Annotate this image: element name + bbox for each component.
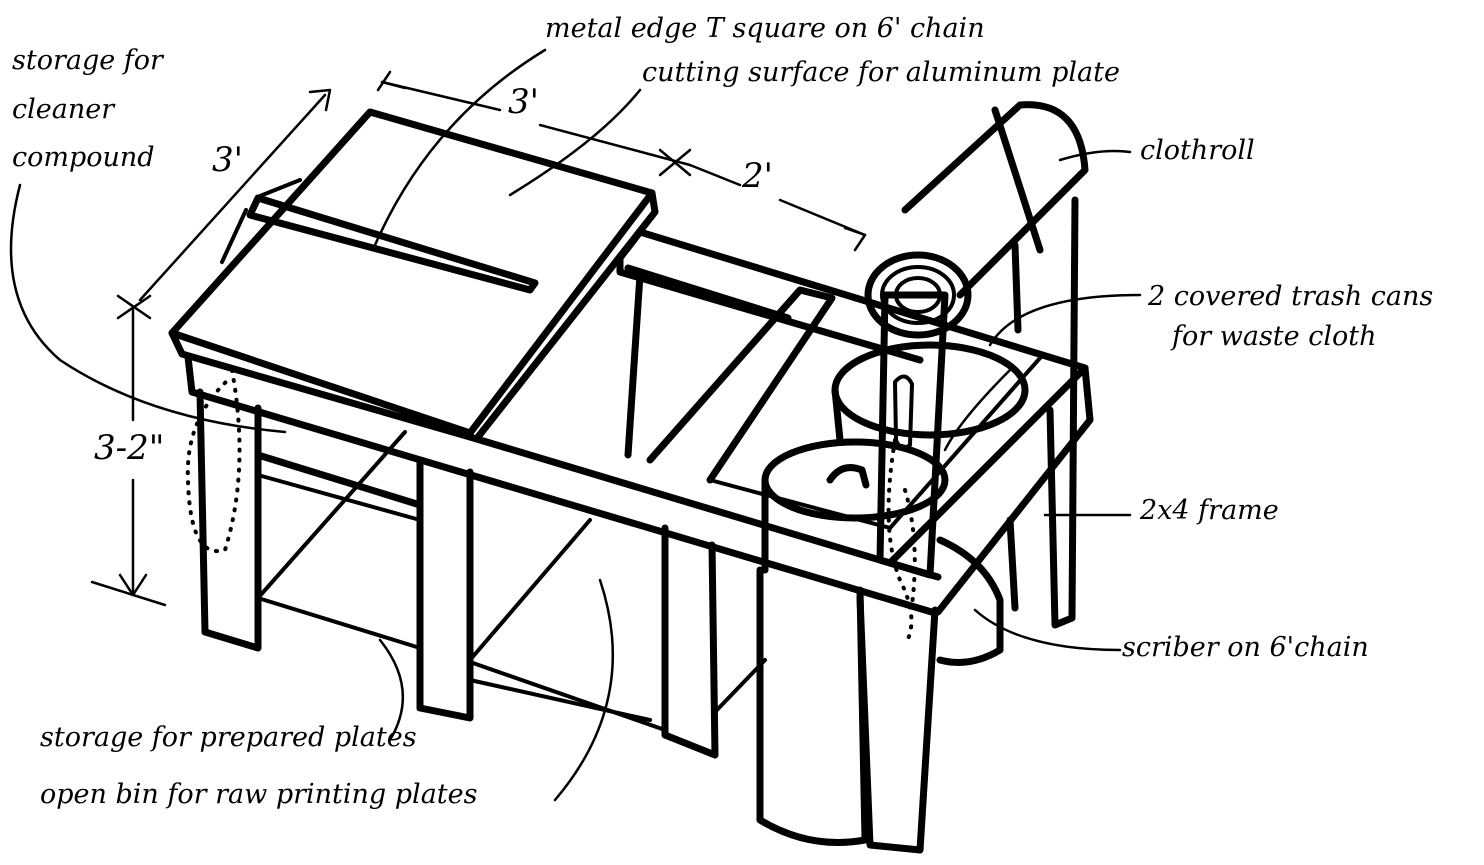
label-storage-cleaner-2: cleaner bbox=[12, 94, 115, 125]
t-square-shape bbox=[220, 178, 539, 294]
dimension-depth-left: 3' bbox=[212, 140, 243, 180]
legs-shape bbox=[196, 196, 1079, 854]
leader-lines-shape bbox=[9, 48, 1142, 802]
cutting-surface-shape bbox=[168, 108, 659, 441]
trash-cans-shape bbox=[756, 341, 1029, 846]
label-raw-plates: open bin for raw printing plates bbox=[40, 779, 478, 810]
label-cutting-surface: cutting surface for aluminum plate bbox=[642, 57, 1120, 88]
chains-shape bbox=[185, 368, 917, 647]
label-cloth-roll: clothroll bbox=[1140, 135, 1255, 166]
label-t-square: metal edge T square on 6' chain bbox=[545, 13, 985, 44]
lower-shelf-shape bbox=[254, 430, 767, 732]
label-storage-cleaner-3: compound bbox=[12, 142, 155, 173]
dimension-width-top: 3' bbox=[508, 82, 539, 122]
dimension-height: 3-2" bbox=[94, 428, 165, 468]
dimension-bin-width: 2' bbox=[742, 156, 773, 196]
label-scriber: scriber on 6'chain bbox=[1122, 632, 1369, 663]
label-trash-cans-2: for waste cloth bbox=[1172, 321, 1377, 352]
label-storage-cleaner-1: storage for bbox=[12, 45, 163, 76]
open-bin-shape bbox=[624, 264, 792, 322]
label-prepared-plates: storage for prepared plates bbox=[40, 722, 417, 753]
label-trash-cans-1: 2 covered trash cans bbox=[1148, 281, 1434, 312]
dimension-lines-shape bbox=[90, 70, 867, 607]
label-frame: 2x4 frame bbox=[1140, 495, 1279, 526]
